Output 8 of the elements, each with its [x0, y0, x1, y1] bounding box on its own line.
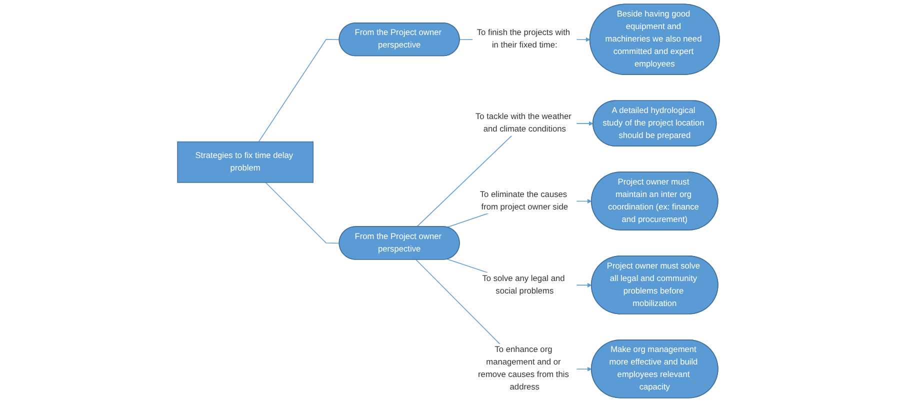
edge-label: To enhance org management and or remove causes from this address	[478, 345, 569, 392]
connector	[265, 182, 340, 244]
edge-label: To eliminate the causes from project owner side	[480, 190, 568, 212]
edge-label: To finish the projects with in their fixed time:	[476, 28, 570, 50]
edge-label: To solve any legal and social problems	[482, 274, 565, 296]
edge-label: To tackle with the weather and climate conditions	[475, 112, 572, 134]
connector	[258, 38, 340, 142]
node-box: Strategies to fix time delay problem	[177, 141, 314, 183]
